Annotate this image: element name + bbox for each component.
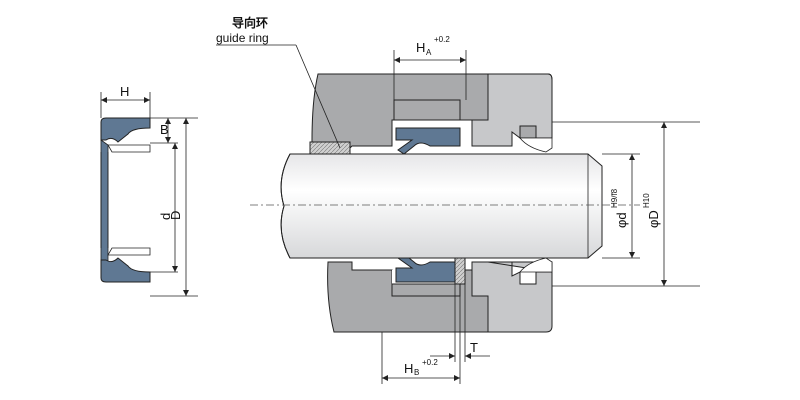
label-phi-d: φd: [614, 212, 629, 228]
dimension-HA: H A +0.2: [393, 35, 467, 100]
seal-upper: [395, 127, 461, 155]
seal-inner-lip-lower: [107, 247, 151, 256]
seal-profile-detail: H B d D: [100, 84, 198, 297]
seal-profile-lower: [100, 257, 151, 283]
gland-lower: [471, 261, 553, 333]
seal-body-left: [100, 139, 109, 266]
svg-text:H9/f8: H9/f8: [610, 188, 619, 208]
seal-profile-upper: [100, 117, 151, 143]
dimension-phi-d: φd H9/f8: [602, 153, 640, 259]
label-HA: H: [416, 40, 425, 55]
rod: [280, 153, 603, 259]
svg-text:+0.2: +0.2: [422, 358, 438, 367]
guide-ring-label-cn: 导向环: [232, 15, 268, 30]
svg-text:A: A: [426, 48, 432, 57]
label-D: D: [168, 211, 183, 220]
label-phi-D: φD: [646, 210, 661, 228]
assembly-section: [250, 73, 640, 333]
gland-upper: [471, 73, 553, 147]
guide-ring-callout: 导向环 guide ring: [216, 15, 341, 149]
guide-ring-upper: [309, 141, 351, 155]
label-B: B: [160, 122, 169, 137]
dimension-T: T: [430, 284, 490, 362]
label-HB: H: [404, 361, 413, 376]
label-d: d: [158, 213, 173, 220]
dimension-phi-D: φD H10: [552, 121, 700, 287]
svg-text:B: B: [414, 368, 419, 377]
svg-text:+0.2: +0.2: [434, 35, 450, 44]
guide-ring-lower: [454, 255, 466, 285]
svg-text:H10: H10: [642, 193, 651, 208]
seal-inner-lip-upper: [107, 144, 151, 153]
guide-ring-label-en: guide ring: [216, 31, 269, 45]
label-H: H: [120, 84, 129, 99]
label-T: T: [470, 340, 478, 355]
dimension-HB: H B +0.2: [381, 296, 461, 384]
